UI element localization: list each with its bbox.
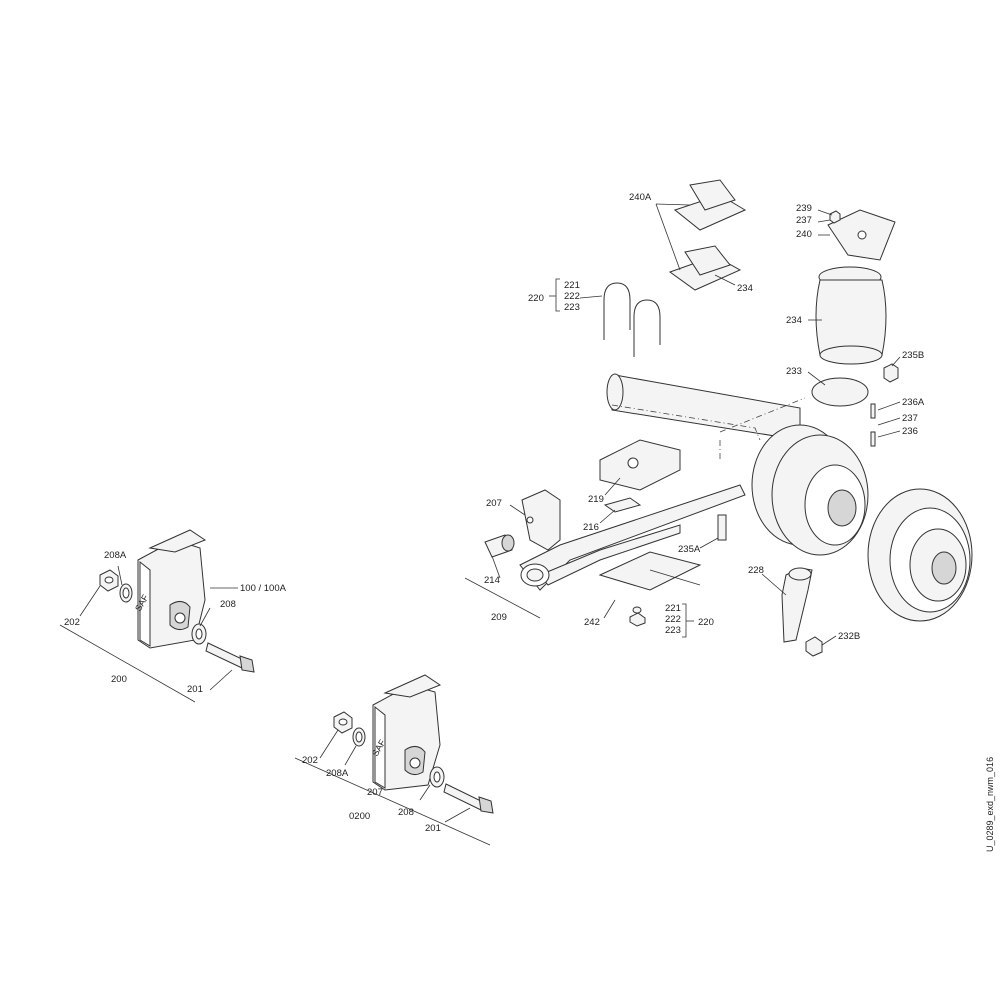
bolt-235A <box>717 514 727 541</box>
label-208A-second: 208A <box>326 768 349 779</box>
washer-208-b <box>429 766 445 788</box>
label-201-second: 201 <box>425 823 441 834</box>
bracket-240A-upper <box>673 179 747 231</box>
label-237-bottom: 237 <box>902 413 918 424</box>
brake-drum <box>751 424 869 556</box>
label-100-100A: 100 / 100A <box>240 583 287 594</box>
bushing-214 <box>484 534 515 558</box>
brake-disc-hub <box>867 488 973 622</box>
u-bolt-220-a <box>603 282 661 357</box>
bolt-236 <box>870 431 876 447</box>
bracket-207 <box>521 489 561 551</box>
label-0200: 0200 <box>349 811 370 822</box>
bolt-201-a <box>205 642 255 673</box>
nut-232B <box>805 636 823 657</box>
base-plate-233 <box>811 377 869 407</box>
label-233: 233 <box>786 366 802 377</box>
label-222-bottom: 222 <box>665 614 681 625</box>
label-235A: 235A <box>678 544 701 555</box>
nut-239 <box>829 210 841 224</box>
label-220-bottom: 220 <box>698 617 714 628</box>
label-236A: 236A <box>902 397 925 408</box>
nut-235B <box>883 363 899 383</box>
label-216: 216 <box>583 522 599 533</box>
label-201-first: 201 <box>187 684 203 695</box>
label-207-bracket: 207 <box>367 787 383 798</box>
label-222-top: 222 <box>564 291 580 302</box>
label-208A-first: 208A <box>104 550 127 561</box>
shock-absorber-228 <box>781 567 813 643</box>
bolt-236A <box>870 403 876 419</box>
label-237-top: 237 <box>796 215 812 226</box>
label-240: 240 <box>796 229 812 240</box>
bolt-201-b <box>443 783 494 814</box>
label-242: 242 <box>584 617 600 628</box>
label-221-top: 221 <box>564 280 580 291</box>
label-220-top: 220 <box>528 293 544 304</box>
label-234-bracket: 234 <box>737 283 753 294</box>
nut-202-a <box>99 569 119 592</box>
label-232B: 232B <box>838 631 860 642</box>
washer-208-a <box>191 623 207 645</box>
label-240A: 240A <box>629 192 652 203</box>
label-202-second: 202 <box>302 755 318 766</box>
label-202-first: 202 <box>64 617 80 628</box>
label-207-spring: 207 <box>486 498 502 509</box>
air-spring-234 <box>815 266 887 365</box>
label-200: 200 <box>111 674 127 685</box>
label-219: 219 <box>588 494 604 505</box>
label-223-bottom: 223 <box>665 625 681 636</box>
leaf-spring-209 <box>519 484 746 591</box>
label-234-airspring: 234 <box>786 315 802 326</box>
label-221-bottom: 221 <box>665 603 681 614</box>
axle-beam <box>606 373 801 441</box>
washer-208A-a <box>119 583 133 603</box>
label-235B: 235B <box>902 350 924 361</box>
label-223-top: 223 <box>564 302 580 313</box>
hanger-bracket-0200: SAF <box>370 674 442 791</box>
nut-221-b <box>629 606 646 627</box>
drawing-id: U_0289_exd_nwm_016 <box>985 757 995 852</box>
label-208-second: 208 <box>398 807 414 818</box>
label-239: 239 <box>796 203 812 214</box>
label-228: 228 <box>748 565 764 576</box>
label-214: 214 <box>484 575 500 586</box>
top-plate-240 <box>827 209 896 261</box>
washer-208A-b <box>352 727 366 747</box>
nut-202-b <box>333 711 353 734</box>
bracket-240A-lower <box>668 245 742 291</box>
plate-219 <box>599 439 681 491</box>
label-208-first: 208 <box>220 599 236 610</box>
spacer-216 <box>603 497 642 513</box>
plate-242 <box>598 551 702 591</box>
label-236: 236 <box>902 426 918 437</box>
label-209: 209 <box>491 612 507 623</box>
